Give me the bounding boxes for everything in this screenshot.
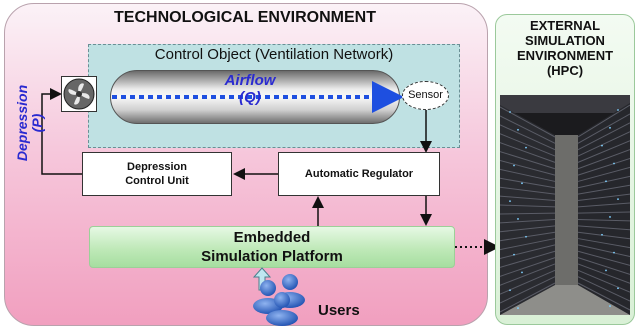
platform-label-line2: Simulation Platform — [201, 248, 343, 265]
ext-title-line4: (HPC) — [546, 63, 584, 78]
dcu-label-line1: Depression — [127, 161, 187, 173]
sensor-node: Sensor — [402, 81, 449, 110]
control-object-title: Control Object (Ventilation Network) — [154, 46, 394, 63]
automatic-regulator-box: Automatic Regulator — [278, 152, 440, 196]
fan-icon — [61, 76, 97, 112]
ext-title-line1: EXTERNAL — [529, 18, 601, 33]
ext-title-line2: SIMULATION — [525, 33, 605, 48]
dcu-label-line2: Control Unit — [125, 175, 189, 187]
platform-label-line1: Embedded — [233, 229, 311, 246]
technological-environment-title: TECHNOLOGICAL ENVIRONMENT — [114, 9, 376, 26]
airflow-label-line1: Airflow — [224, 72, 276, 89]
depression-label-line1: Depression — [14, 84, 30, 162]
ext-title-line3: ENVIRONMENT — [516, 48, 614, 63]
external-simulation-environment-title: EXTERNAL SIMULATION ENVIRONMENT (HPC) — [495, 18, 635, 78]
server-racks-image — [500, 95, 630, 315]
depression-control-unit-box: Depression Control Unit — [82, 152, 232, 196]
depression-label: Depression (P) — [12, 80, 48, 166]
users-label: Users — [318, 302, 360, 319]
users-icon — [253, 274, 305, 326]
airflow-label-line2: (Q) — [239, 89, 261, 106]
embedded-simulation-platform-box: Embedded Simulation Platform — [89, 226, 455, 268]
airflow-label: Airflow (Q) — [160, 72, 340, 106]
depression-label-line2: (P) — [29, 113, 45, 133]
